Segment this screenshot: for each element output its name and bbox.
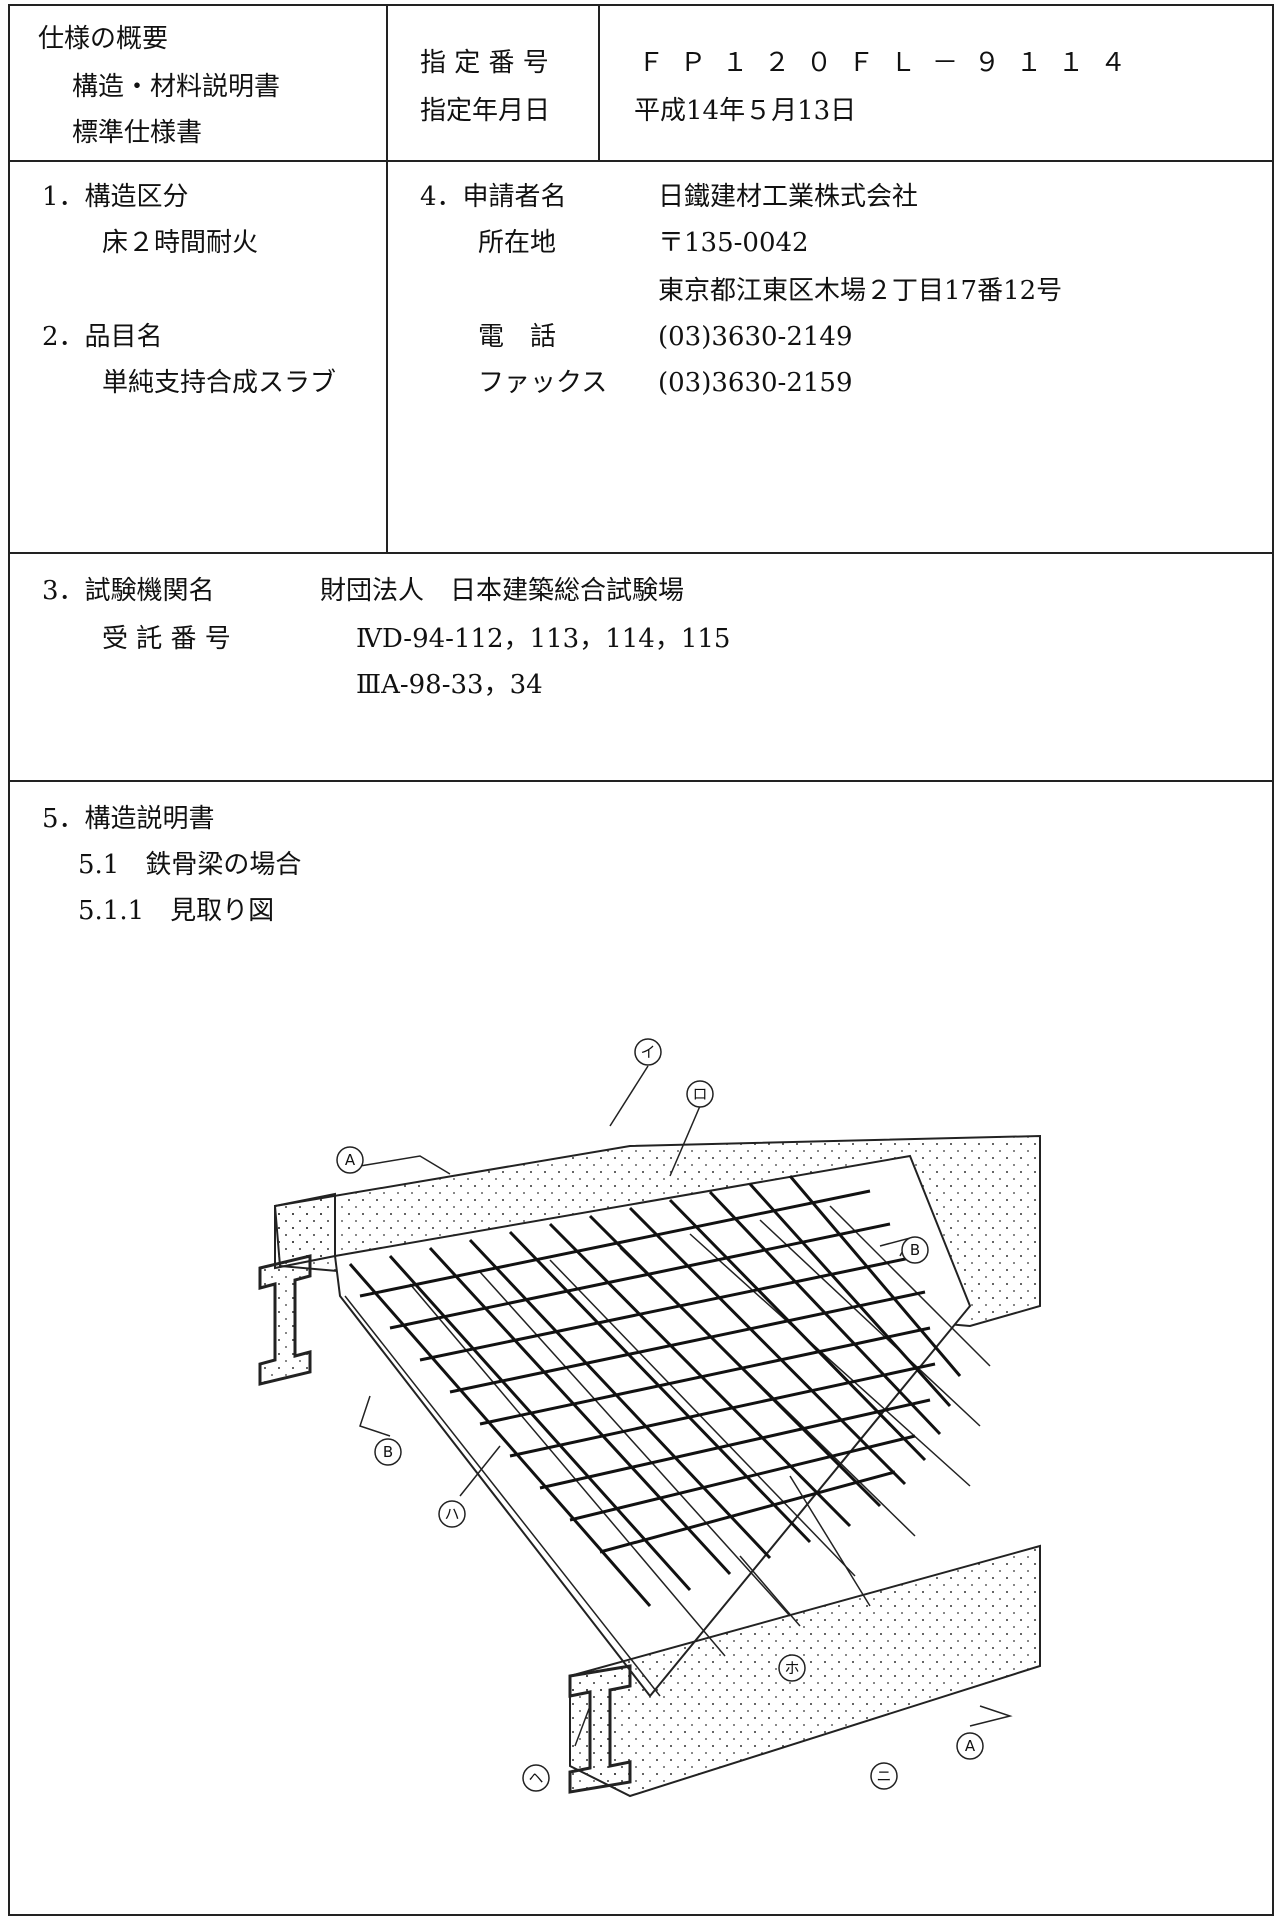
welded-wire-mesh — [348, 1175, 962, 1607]
label-i: イ — [640, 1043, 655, 1061]
overview-item-standard: 標準仕様書 — [72, 118, 203, 148]
section2-value: 単純支持合成スラブ — [102, 368, 337, 398]
designation-date: 平成14年５月13日 — [634, 96, 857, 126]
label-ni: ニ — [876, 1767, 891, 1785]
section1-heading: 1．構造区分 — [42, 182, 189, 212]
postal-code: 〒135-0042 — [658, 228, 809, 258]
receipt-numbers-2: ⅢA-98-33，34 — [356, 670, 543, 700]
phone-label: 電 話 — [478, 322, 557, 352]
phone-number: (03)3630-2149 — [658, 322, 853, 352]
fax-label: ファックス — [478, 368, 608, 398]
steel-beam-left — [258, 1254, 312, 1386]
divider-vertical-designation — [598, 6, 600, 160]
receipt-label: 受 託 番 号 — [102, 624, 231, 654]
section4-heading: 4．申請者名 — [420, 182, 567, 212]
section5-1-1-heading: 5.1.1 見取り図 — [78, 896, 275, 926]
test-institution: 財団法人 日本建築総合試験場 — [320, 576, 685, 606]
divider-vertical-main — [386, 6, 388, 552]
label-a-top: A — [345, 1151, 356, 1169]
label-ro: ロ — [692, 1085, 707, 1103]
label-a-bottom: A — [965, 1737, 976, 1755]
designation-date-label: 指定年月日 — [420, 96, 551, 126]
composite-slab-drawing: イ ロ A B B ハ ヘ ニ ホ A — [258, 1038, 1041, 1798]
designation-number: ＦＰ１２０ＦＬ－９１１４ — [638, 48, 1143, 78]
address-label: 所在地 — [478, 228, 557, 258]
divider-section3 — [10, 552, 1272, 554]
spec-sheet: 仕様の概要 構造・材料説明書 標準仕様書 指 定 番 号 指定年月日 ＦＰ１２０… — [8, 4, 1274, 1916]
section3-heading: 3．試験機関名 — [42, 576, 215, 606]
section5-1-heading: 5.1 鉄骨梁の場合 — [78, 850, 302, 880]
section2-heading: 2．品目名 — [42, 322, 163, 352]
divider-section5 — [10, 780, 1272, 782]
steel-beam-front — [568, 1664, 632, 1794]
label-ho: ホ — [784, 1659, 799, 1677]
designation-number-label: 指 定 番 号 — [420, 48, 549, 78]
callout-markers — [336, 1038, 984, 1792]
label-b-left: B — [383, 1443, 393, 1461]
address: 東京都江東区木場２丁目17番12号 — [658, 276, 1063, 306]
fax-number: (03)3630-2159 — [658, 368, 853, 398]
label-he: ヘ — [528, 1769, 543, 1787]
receipt-numbers-1: ⅣD-94-112，113，114，115 — [356, 624, 731, 654]
label-b-right: B — [910, 1241, 920, 1259]
divider-header — [10, 160, 1272, 162]
applicant-name: 日鐵建材工業株式会社 — [658, 182, 919, 212]
overview-title: 仕様の概要 — [38, 24, 169, 54]
label-ha: ハ — [444, 1505, 459, 1523]
overview-item-structure: 構造・材料説明書 — [72, 72, 281, 102]
section1-value: 床２時間耐火 — [102, 228, 259, 258]
section5-heading: 5．構造説明書 — [42, 804, 215, 834]
